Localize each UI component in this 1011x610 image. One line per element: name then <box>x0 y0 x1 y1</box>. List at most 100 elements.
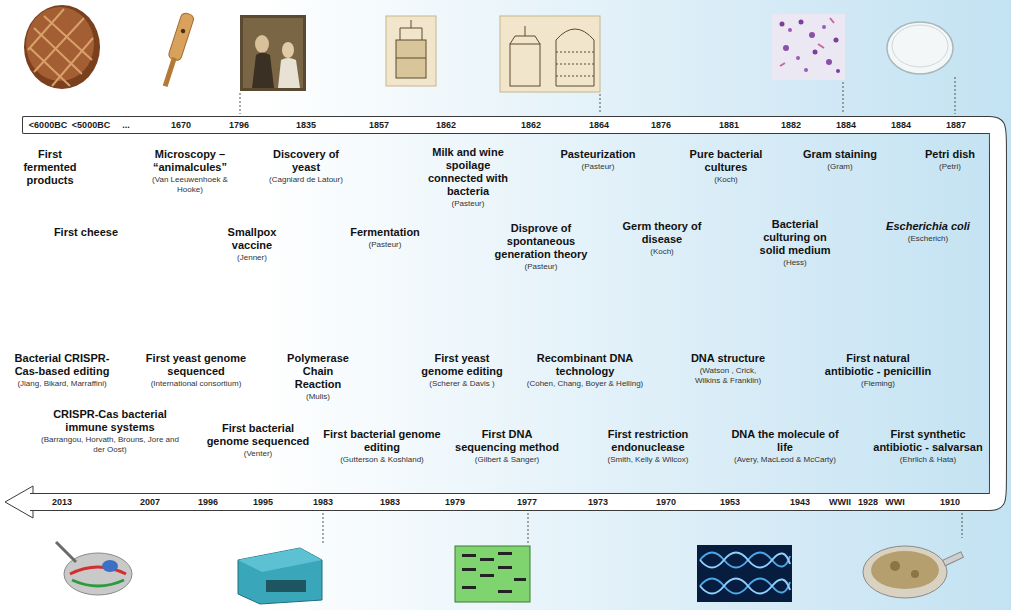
gel-electrophoresis-illustration-part <box>514 578 526 581</box>
date-label: 1973 <box>588 497 608 508</box>
date-label: 1983 <box>380 497 400 508</box>
event-title: Pasteurization <box>560 148 636 161</box>
event-entry: First cheese <box>46 226 126 239</box>
gel-electrophoresis-illustration-part <box>462 568 476 571</box>
dotted-leader-part <box>955 77 956 114</box>
event-entry: Bacterial culturing on solid medium(Hess… <box>754 218 836 268</box>
date-label: WWII <box>829 497 851 508</box>
event-entry: First natural antibiotic - penicillin(Fl… <box>822 352 934 389</box>
date-label: 1979 <box>445 497 465 508</box>
event-title: First yeast genome sequenced <box>138 352 254 378</box>
crispr-illustration-part <box>72 580 124 586</box>
date-label: 1857 <box>369 120 389 131</box>
event-credit: (Smith, Kelly & Wilcox) <box>588 455 708 465</box>
petri-dish-photo-part <box>892 25 948 67</box>
bread-photo <box>24 5 100 89</box>
date-label: 1887 <box>946 120 966 131</box>
gram-stain-micrograph <box>772 14 845 80</box>
vaccination-painting-part <box>240 15 306 91</box>
event-credit: (Pasteur) <box>420 199 516 209</box>
event-credit: (Ehrlich & Hata) <box>866 455 990 465</box>
event-title: CRISPR-Cas bacterial immune systems <box>35 408 185 434</box>
fermentation-apparatus-part <box>396 20 426 58</box>
event-credit: (Escherich) <box>886 234 970 244</box>
crispr-illustration <box>56 542 132 595</box>
event-credit: (Gram) <box>803 162 877 172</box>
dna-helix-illustration <box>697 545 792 602</box>
date-label: 1862 <box>436 120 456 131</box>
gram-stain-micrograph-part <box>834 38 839 43</box>
dotted-leader-part <box>843 82 844 114</box>
mould-culture-illustration <box>863 546 963 598</box>
event-credit: (Gutterson & Koshland) <box>320 455 444 465</box>
event-title: Disprove of spontaneous generation theor… <box>491 222 591 261</box>
vaccination-painting-part <box>282 42 294 58</box>
pasteur-apparatus-drawing-part <box>556 52 594 76</box>
gram-stain-micrograph-part <box>836 69 840 73</box>
date-label: 1884 <box>836 120 856 131</box>
event-entry: First synthetic antibiotic - salvarsan(E… <box>866 428 990 465</box>
gel-electrophoresis-illustration-part <box>498 590 512 593</box>
event-credit: (Barrangou, Horvath, Brouns, Jore and de… <box>35 435 185 455</box>
date-label: 1881 <box>719 120 739 131</box>
date-label: <6000BC <box>29 120 67 131</box>
event-entry: Discovery of yeast(Cagniard de Latour) <box>264 148 348 185</box>
band-bend-stroke <box>985 125 998 502</box>
event-title: Pure bacterial cultures <box>686 148 766 174</box>
event-credit: (Petri) <box>919 162 981 172</box>
pasteur-apparatus-drawing-part <box>510 44 540 86</box>
microscope-photo-part <box>168 12 195 62</box>
pcr-machine-illustration-part <box>238 548 322 572</box>
timeline-band: <6000BC<5000BC...16701796183518571862186… <box>22 116 985 134</box>
event-entry: Petri dish(Petri) <box>919 148 981 172</box>
event-title: Escherichia coli <box>886 220 970 233</box>
event-entry: Smallpox vaccine(Jenner) <box>221 226 283 263</box>
event-entry: Bacterial CRISPR-Cas-based editing(Jiang… <box>10 352 114 389</box>
event-credit: (Avery, MacLeod & McCarty) <box>730 455 840 465</box>
event-entry: Disprove of spontaneous generation theor… <box>491 222 591 272</box>
mould-culture-illustration-part <box>890 561 900 571</box>
event-title: First DNA sequencing method <box>452 428 562 454</box>
event-title: First bacterial genome sequenced <box>202 422 314 448</box>
event-entry: DNA structure(Watson , Crick, Wilkins & … <box>688 352 768 386</box>
dna-helix-illustration-part <box>700 553 790 568</box>
gel-electrophoresis-illustration-part <box>498 552 512 555</box>
gram-stain-micrograph-part <box>780 22 785 27</box>
crispr-illustration-part <box>70 567 126 574</box>
event-title: Microscopy – “animalcules” <box>143 148 237 174</box>
event-title: First restriction endonuclease <box>588 428 708 454</box>
timeline-band: 2013200719961995198319831979197719731970… <box>30 493 985 511</box>
event-title: Petri dish <box>919 148 981 161</box>
event-entry: Milk and wine spoilage connected with ba… <box>420 146 516 209</box>
event-title: Bacterial culturing on solid medium <box>754 218 836 257</box>
event-credit: (Cohen, Chang, Boyer & Helling) <box>520 379 650 389</box>
date-label: 1910 <box>940 497 960 508</box>
dotted-leader-part <box>528 513 529 545</box>
dna-helix-illustration-part <box>697 545 792 602</box>
event-credit: (Fleming) <box>822 379 934 389</box>
vaccination-painting <box>240 15 306 91</box>
date-label: 1876 <box>651 120 671 131</box>
gel-electrophoresis-illustration-part <box>455 546 530 602</box>
date-label: 1928 <box>858 497 878 508</box>
microscope-photo <box>159 12 195 88</box>
dna-helix-illustration-part <box>700 553 790 568</box>
gram-stain-micrograph-part <box>804 68 808 72</box>
timeline-arrowhead <box>5 486 33 518</box>
petri-dish-photo <box>887 22 953 74</box>
gram-stain-micrograph-part <box>813 50 818 55</box>
date-label: 2007 <box>140 497 160 508</box>
vaccination-painting-part <box>243 18 303 88</box>
event-title: Bacterial CRISPR-Cas-based editing <box>10 352 114 378</box>
date-label: 1882 <box>781 120 801 131</box>
event-entry: First yeast genome editing(Scherer & Dav… <box>414 352 510 389</box>
dotted-leader-part <box>962 513 963 538</box>
gram-stain-micrograph-part <box>809 32 815 38</box>
fermentation-apparatus <box>386 16 436 86</box>
event-entry: Polymerase Chain Reaction(Mulis) <box>278 352 358 402</box>
dna-helix-illustration-part <box>700 579 790 594</box>
event-title: First fermented products <box>18 148 82 187</box>
event-entry: DNA the molecule of life(Avery, MacLeod … <box>730 428 840 465</box>
gel-electrophoresis-illustration-part <box>498 566 512 569</box>
